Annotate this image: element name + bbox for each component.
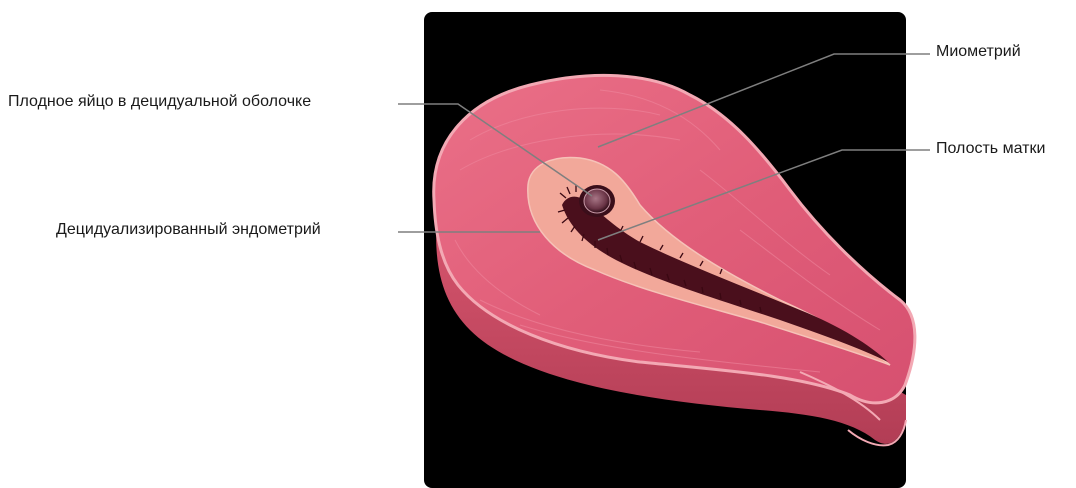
gestational-sac — [579, 185, 615, 217]
label-myometrium: Миометрий — [936, 42, 1021, 62]
label-gestational-sac: Плодное яйцо в децидуальной оболочке — [8, 92, 311, 112]
label-decidualized-endometrium: Децидуализированный эндометрий — [56, 220, 321, 240]
label-uterine-cavity: Полость матки — [936, 139, 1045, 159]
